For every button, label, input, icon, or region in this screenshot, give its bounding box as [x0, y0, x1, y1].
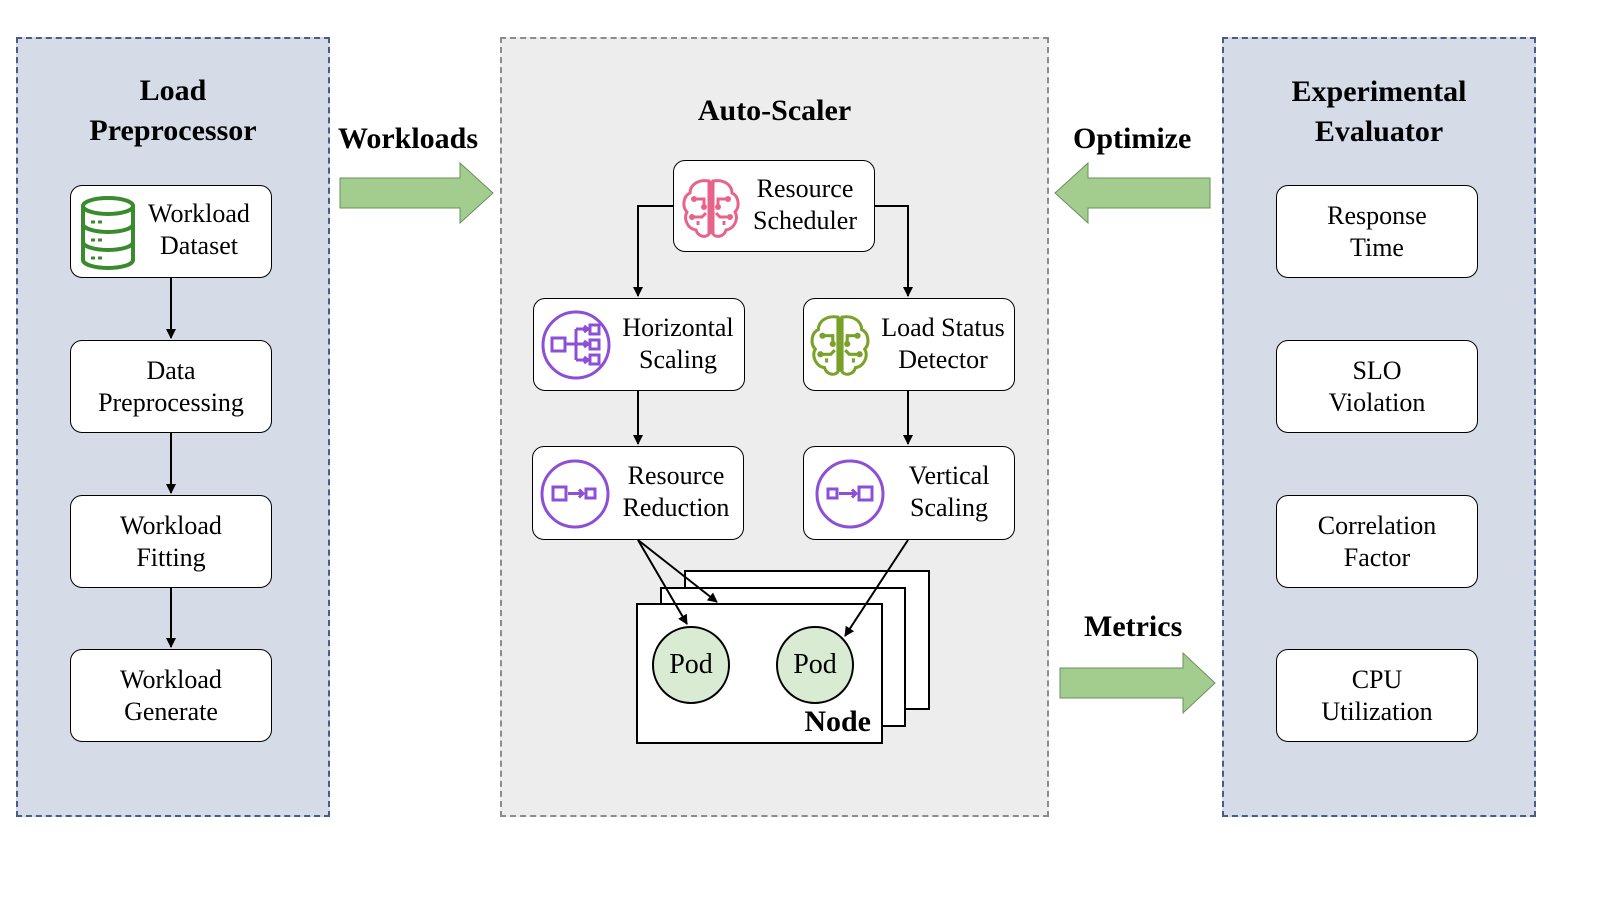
cpu-utilization-box: CPU Utilization — [1276, 649, 1478, 742]
node-label: Node — [804, 705, 871, 738]
pod-right-label: Pod — [793, 649, 837, 680]
resource-scheduler-box: Resource Scheduler — [673, 160, 875, 252]
arrow-scheduler-to-horizontal — [633, 205, 673, 297]
load-status-detector-label: Load Status Detector — [881, 313, 1005, 374]
experimental-evaluator-title: Experimental Evaluator — [1291, 75, 1467, 148]
slo-violation-label: SLO Violation — [1328, 355, 1426, 417]
response-time-label: Response Time — [1327, 200, 1427, 262]
load-preprocessor-title: Load Preprocessor — [89, 74, 257, 147]
workload-generate-box: Workload Generate — [70, 649, 272, 742]
auto-scaler-title: Auto-Scaler — [697, 94, 852, 127]
workload-fitting-box: Workload Fitting — [70, 495, 272, 588]
cpu-utilization-label: CPU Utilization — [1321, 664, 1433, 726]
optimize-arrow — [1054, 161, 1211, 225]
slo-violation-box: SLO Violation — [1276, 340, 1478, 433]
vertical-scaling-box: Vertical Scaling — [803, 446, 1015, 540]
horizontal-scale-icon — [540, 309, 612, 389]
resize-icon — [814, 458, 886, 538]
arrow-reduction-to-pod — [637, 539, 688, 625]
arrow-vertical-to-pod — [844, 539, 909, 637]
optimize-label: Optimize — [1073, 122, 1192, 155]
workload-dataset-label: Workload Dataset — [148, 199, 250, 260]
correlation-factor-label: Correlation Factor — [1317, 510, 1437, 572]
horizontal-scaling-box: Horizontal Scaling — [533, 298, 745, 391]
workload-fitting-label: Workload Fitting — [120, 510, 222, 572]
resource-scheduler-label: Resource Scheduler — [753, 174, 857, 235]
brain-circuit-icon — [678, 175, 744, 249]
metrics-arrow — [1059, 651, 1216, 715]
resource-reduction-box: Resource Reduction — [532, 446, 744, 540]
arrow-scheduler-to-detector — [875, 205, 913, 297]
data-preprocessing-box: Data Preprocessing — [70, 340, 272, 433]
vertical-scaling-label: Vertical Scaling — [908, 461, 990, 522]
pod-right: Pod — [776, 626, 854, 704]
workloads-label: Workloads — [338, 122, 479, 155]
resize-icon — [539, 458, 611, 538]
workload-dataset-box: Workload Dataset — [70, 185, 272, 278]
horizontal-scaling-label: Horizontal Scaling — [622, 313, 734, 374]
data-preprocessing-label: Data Preprocessing — [98, 355, 244, 417]
metrics-label: Metrics — [1084, 610, 1183, 643]
arrow-reduction-to-node — [637, 539, 718, 603]
correlation-factor-box: Correlation Factor — [1276, 495, 1478, 588]
workload-generate-label: Workload Generate — [120, 664, 222, 726]
resource-reduction-label: Resource Reduction — [622, 461, 730, 522]
brain-circuit-icon — [806, 311, 874, 387]
pod-left: Pod — [652, 626, 730, 704]
workloads-arrow — [339, 161, 494, 225]
pod-left-label: Pod — [669, 649, 713, 680]
load-status-detector-box: Load Status Detector — [803, 298, 1015, 391]
response-time-box: Response Time — [1276, 185, 1478, 278]
database-icon — [79, 194, 137, 280]
